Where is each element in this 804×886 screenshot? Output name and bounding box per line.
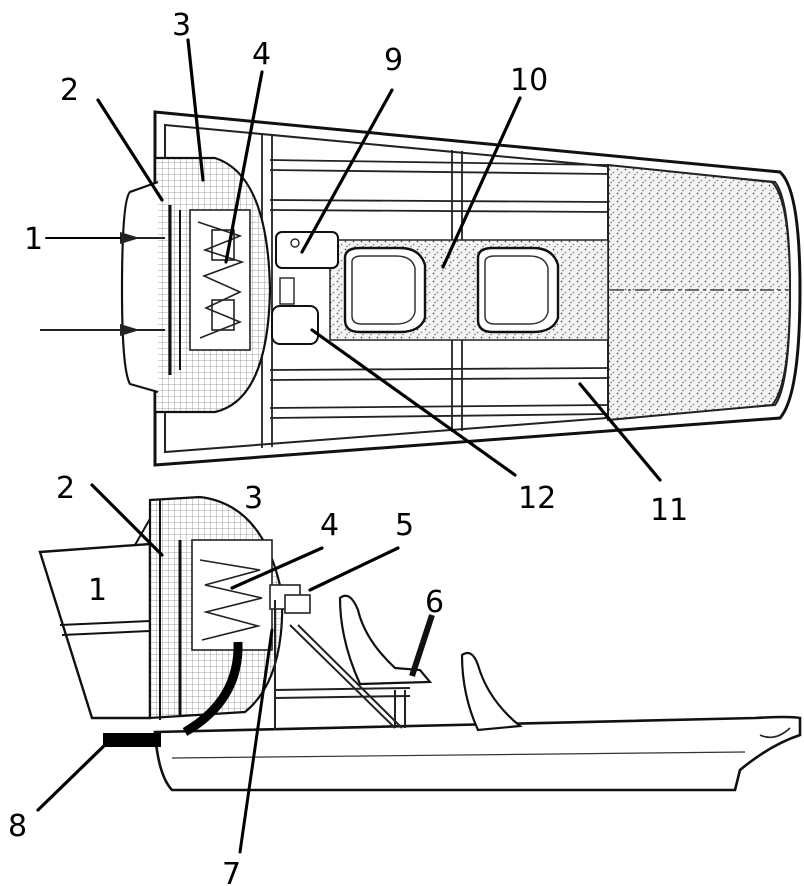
number-labels: 1 2 3 4 9 10 12 11 2 3 4 5 6 1 8 7: [8, 8, 688, 886]
exhaust-pipe: [182, 641, 243, 736]
leader-lines: [36, 38, 662, 854]
top-view: [40, 110, 802, 467]
label-1-top: 1: [24, 222, 43, 257]
label-6: 6: [425, 585, 444, 620]
seat-lower: [460, 651, 523, 732]
label-7: 7: [222, 857, 241, 886]
label-1-side: 1: [88, 573, 107, 608]
label-10: 10: [510, 63, 548, 98]
label-8: 8: [8, 809, 27, 844]
label-4-side: 4: [320, 508, 339, 543]
frame-rails: [269, 159, 609, 419]
top-hull-outline: [153, 110, 802, 467]
label-12: 12: [518, 481, 556, 516]
engine-top: [189, 209, 251, 351]
bow-deck: [607, 163, 792, 422]
label-2-top: 2: [60, 73, 79, 108]
component-12: [271, 305, 319, 345]
side-hull: [153, 715, 802, 792]
label-11: 11: [650, 493, 688, 528]
label-3-top: 3: [172, 8, 191, 43]
component-9: [275, 231, 339, 269]
label-5: 5: [395, 508, 414, 543]
label-4-top: 4: [252, 37, 271, 72]
label-9: 9: [384, 43, 403, 78]
label-2-side: 2: [56, 471, 75, 506]
seats-top: [343, 246, 560, 334]
seat-upper: [338, 594, 433, 686]
side-view: [38, 495, 802, 792]
side-frame: [274, 600, 411, 730]
exhaust-outlet: [103, 733, 161, 747]
steering-lever: [409, 614, 435, 677]
rudder-frame-top: [120, 180, 159, 394]
engine-side: [191, 539, 311, 651]
label-3-side: 3: [244, 481, 263, 516]
